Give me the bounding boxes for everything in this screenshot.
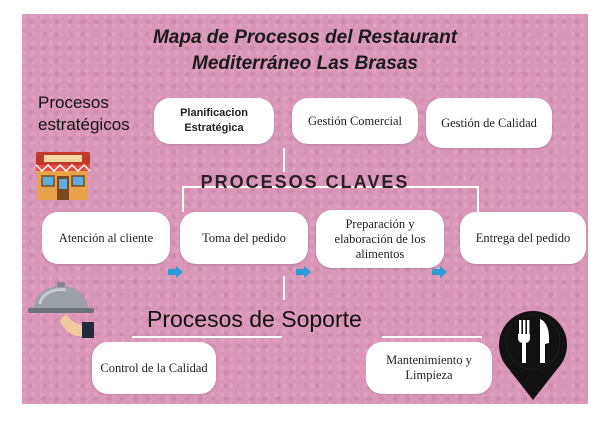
restaurant-storefront-icon	[34, 150, 92, 202]
fork-knife-location-pin-icon	[492, 302, 574, 402]
right-arrow-icon	[168, 266, 183, 278]
connector-soporte-right	[382, 336, 482, 338]
box-control-de-la-calidad: Control de la Calidad	[92, 342, 216, 394]
box-gestion-comercial: Gestión Comercial	[292, 98, 418, 144]
strategic-processes-label: Procesos estratégicos	[38, 92, 158, 136]
box-atencion-al-cliente: Atención al cliente	[42, 212, 170, 264]
right-arrow-icon	[296, 266, 311, 278]
process-map-diagram: Mapa de Procesos del Restaurant Mediterr…	[22, 14, 588, 404]
box-planificacion-estrategica: Planificacion Estratégica	[154, 98, 274, 144]
title-line-1: Mapa de Procesos del Restaurant	[152, 27, 458, 48]
connector-strategic-down	[283, 148, 285, 172]
key-processes-label: PROCESOS CLAVES	[200, 172, 410, 192]
box-toma-del-pedido: Toma del pedido	[180, 212, 308, 264]
title-line-2: Mediterráneo Las Brasas	[192, 53, 418, 74]
right-arrow-icon	[432, 266, 447, 278]
support-processes-label: Procesos de Soporte	[147, 306, 362, 332]
connector-claves-right	[477, 186, 479, 212]
box-preparacion-alimentos: Preparación y elaboración de los aliment…	[316, 210, 444, 268]
box-entrega-del-pedido: Entrega del pedido	[460, 212, 586, 264]
strategic-label-line-1: Procesos	[38, 93, 109, 112]
strategic-label-line-2: estratégicos	[38, 115, 130, 134]
connector-claves-top	[182, 186, 478, 188]
connector-claves-left	[182, 186, 184, 212]
connector-soporte-left	[132, 336, 282, 338]
box-mantenimiento-y-limpieza: Mantenimiento y Limpieza	[366, 342, 492, 394]
connector-soporte-up	[283, 276, 285, 300]
box-gestion-de-calidad: Gestión de Calidad	[426, 98, 552, 148]
serving-cloche-icon	[26, 278, 96, 340]
